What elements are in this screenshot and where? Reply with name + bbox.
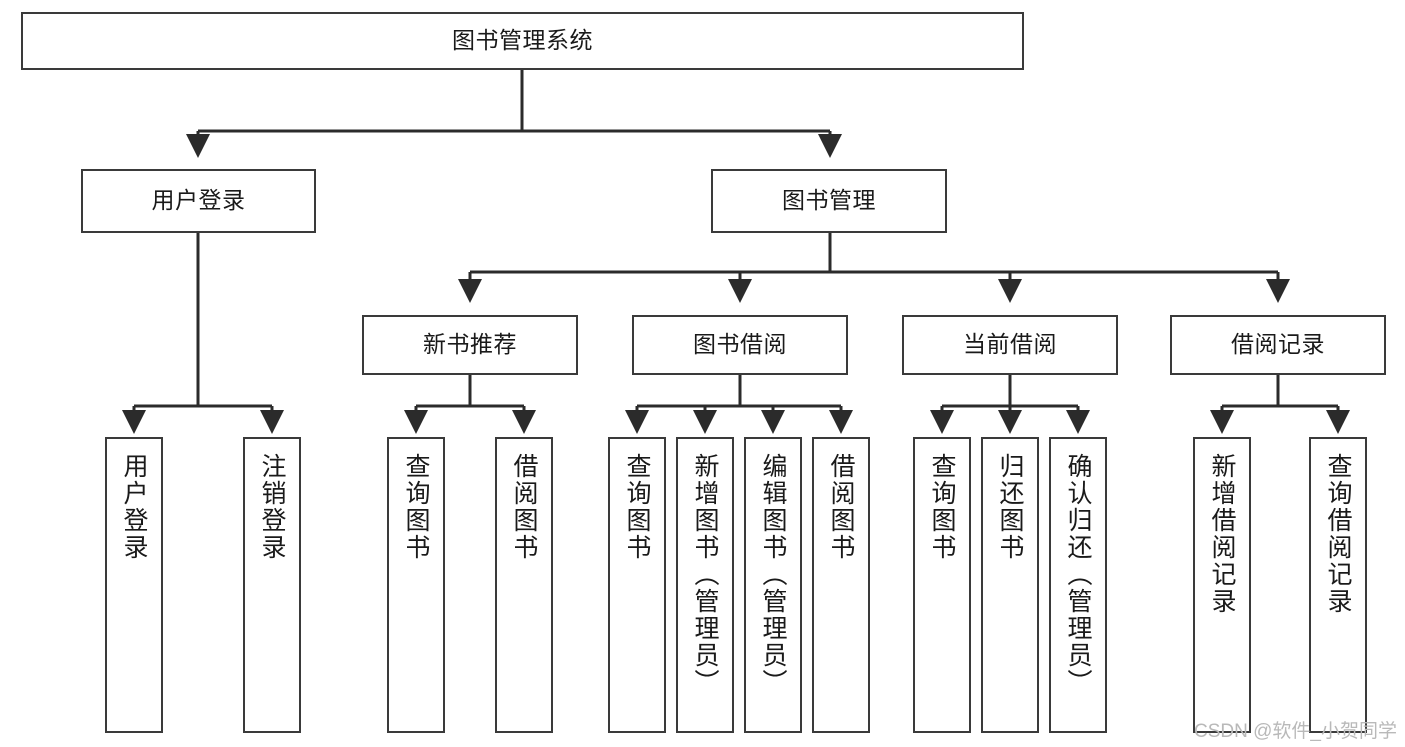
node-borrow-record[interactable]: 借阅记录 — [1170, 315, 1386, 375]
node-label: 新增借阅记录 — [1208, 453, 1236, 615]
node-current-borrow[interactable]: 当前借阅 — [902, 315, 1118, 375]
node-label: 用户登录 — [151, 187, 246, 214]
leaf-current-return-book[interactable]: 归还图书 — [981, 437, 1039, 733]
leaf-current-query-book[interactable]: 查询图书 — [913, 437, 971, 733]
leaf-borrow-add-book-admin[interactable]: 新增图书（管理员） — [676, 437, 734, 733]
watermark-text: CSDN @软件_小贺同学 — [1194, 721, 1397, 742]
node-label: 注销登录 — [258, 453, 286, 561]
node-new-book-recommend[interactable]: 新书推荐 — [362, 315, 578, 375]
node-label: 查询图书 — [928, 453, 956, 561]
node-label: 图书管理系统 — [452, 27, 593, 54]
leaf-record-add-borrow-record[interactable]: 新增借阅记录 — [1193, 437, 1251, 733]
leaf-user-login-logout[interactable]: 注销登录 — [243, 437, 301, 733]
node-label: 查询图书 — [623, 453, 651, 561]
node-book-management[interactable]: 图书管理 — [711, 169, 947, 233]
node-label: 借阅图书 — [510, 453, 538, 561]
node-label: 新增图书（管理员） — [691, 453, 719, 696]
leaf-recommend-borrow-book[interactable]: 借阅图书 — [495, 437, 553, 733]
leaf-borrow-edit-book-admin[interactable]: 编辑图书（管理员） — [744, 437, 802, 733]
node-label: 图书借阅 — [693, 331, 787, 358]
node-user-login[interactable]: 用户登录 — [81, 169, 316, 233]
leaf-recommend-query-book[interactable]: 查询图书 — [387, 437, 445, 733]
node-label: 借阅记录 — [1231, 331, 1325, 358]
node-label: 新书推荐 — [423, 331, 517, 358]
node-book-borrow[interactable]: 图书借阅 — [632, 315, 848, 375]
leaf-record-query-borrow-record[interactable]: 查询借阅记录 — [1309, 437, 1367, 733]
leaf-borrow-query-book[interactable]: 查询图书 — [608, 437, 666, 733]
node-label: 借阅图书 — [827, 453, 855, 561]
leaf-user-login-login[interactable]: 用户登录 — [105, 437, 163, 733]
leaf-borrow-borrow-book[interactable]: 借阅图书 — [812, 437, 870, 733]
node-label: 归还图书 — [996, 453, 1024, 561]
node-root-book-management-system[interactable]: 图书管理系统 — [21, 12, 1024, 70]
node-label: 当前借阅 — [963, 331, 1057, 358]
node-label: 查询借阅记录 — [1324, 453, 1352, 615]
leaf-current-confirm-return-admin[interactable]: 确认归还（管理员） — [1049, 437, 1107, 733]
node-label: 图书管理 — [782, 187, 876, 214]
node-label: 确认归还（管理员） — [1064, 453, 1092, 696]
node-label: 查询图书 — [402, 453, 430, 561]
node-label: 用户登录 — [120, 453, 148, 561]
node-label: 编辑图书（管理员） — [759, 453, 787, 696]
